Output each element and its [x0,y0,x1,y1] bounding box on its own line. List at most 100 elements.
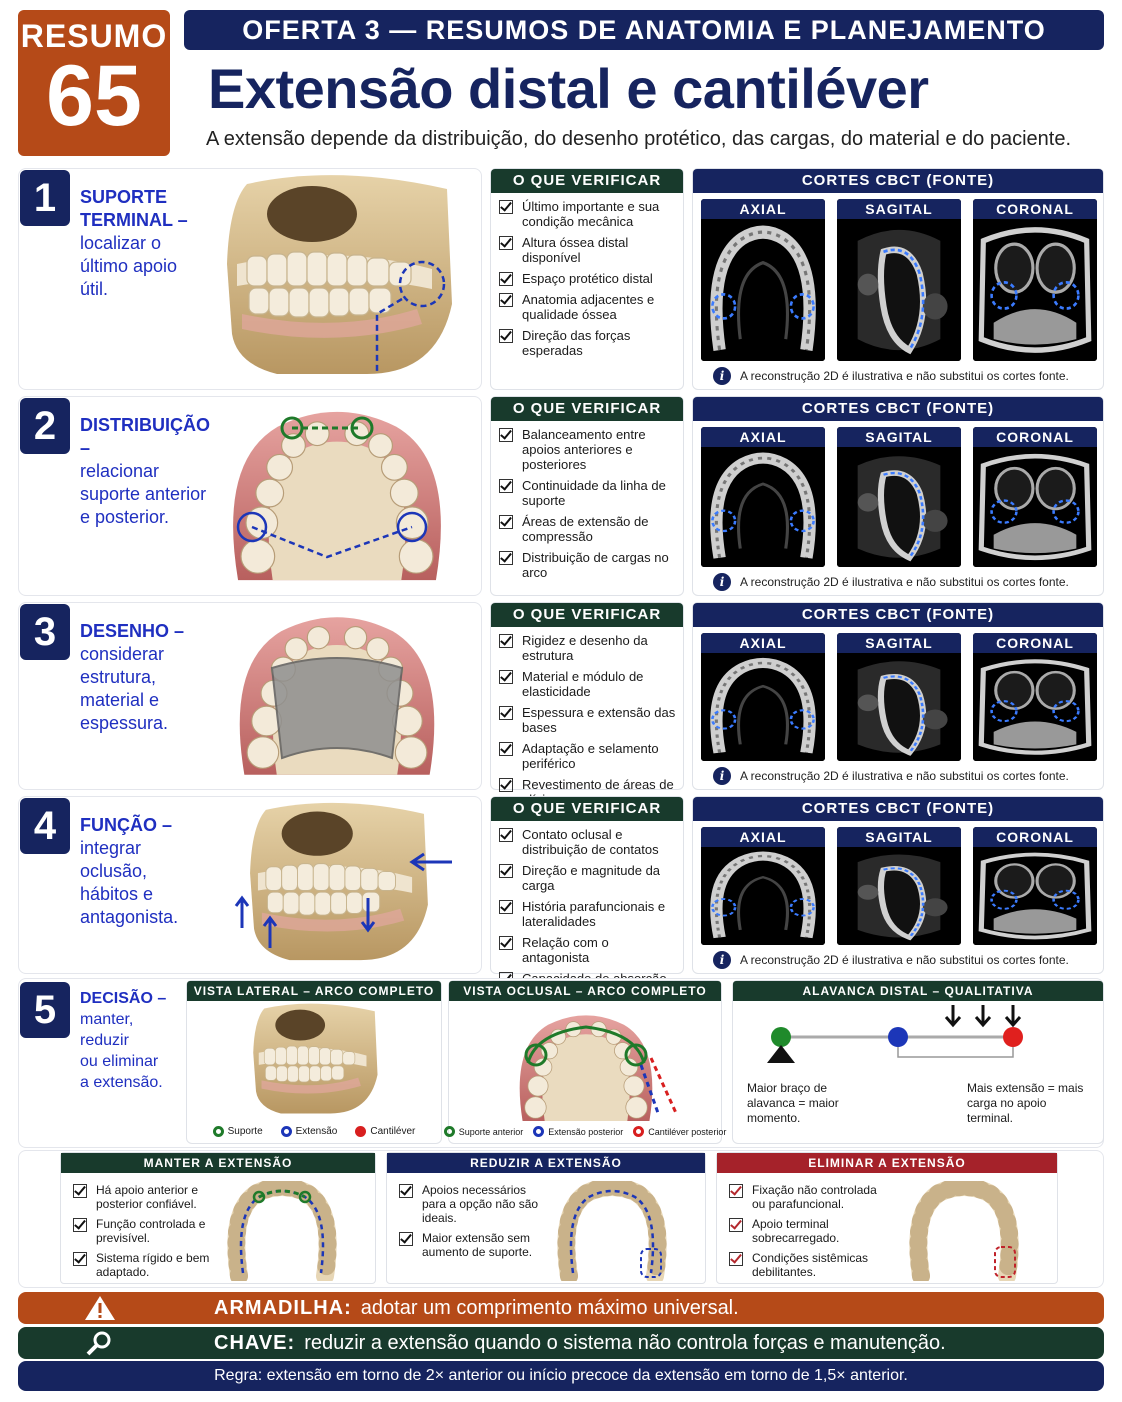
checkbox-icon[interactable] [499,706,513,720]
occlusal-arch-illustration [519,1014,678,1124]
cbct-sagital-view: SAGITAL [837,827,961,945]
checklist-header: O QUE VERIFICAR [491,169,683,193]
decision-text: Apoio terminal sobrecarregado. [752,1217,840,1245]
cbct-coronal-view: CORONAL [973,827,1097,945]
cbct-note-text: A reconstrução 2D é ilustrativa e não su… [740,369,1069,383]
legend-item: Cantiléver posterior [633,1126,726,1137]
scan-label: AXIAL [701,199,825,219]
label-line: ou eliminar [80,1053,159,1070]
checklist-item: Último importante e sua condição mecânic… [499,199,677,229]
checklist-panel: O QUE VERIFICAR Último importante e sua c… [490,168,684,390]
checkbox-icon[interactable] [73,1218,87,1232]
checklist-text: História parafuncionais e lateralidades [522,899,666,929]
checkbox-icon[interactable] [499,742,513,756]
checkbox-icon[interactable] [499,634,513,648]
arch-support-illustration [557,1181,677,1281]
cbct-note: i A reconstrução 2D é ilustrativa e não s… [713,367,1069,385]
decision-text: Condições sistêmicas debilitantes. [752,1251,869,1279]
checkbox-icon[interactable] [499,293,513,307]
label-line: último apoio útil. [80,256,178,299]
label-line: material e [80,690,160,710]
checklist-text: Altura óssea distal disponível [522,235,629,265]
sagital-scan-image [837,219,961,361]
rule-text: Regra: extensão em torno de 2× anterior … [214,1367,908,1384]
cbct-axial-view: AXIAL [701,199,825,361]
checkbox-icon[interactable] [729,1218,743,1232]
checkbox-icon[interactable] [73,1184,87,1198]
checkbox-icon[interactable] [729,1184,743,1198]
scan-label: SAGITAL [837,427,961,447]
sagital-scan-image [837,447,961,567]
checkbox-icon[interactable] [499,200,513,214]
checkbox-icon[interactable] [729,1252,743,1266]
decision-text: Maior extensão sem aumento de suporte. [422,1231,533,1259]
label-line: DISTRIBUIÇÃO – [80,415,210,458]
key-label: CHAVE: [214,1331,296,1354]
checklist-item: Direção das forças esperadas [499,328,677,358]
scan-label: AXIAL [701,427,825,447]
trap-text: adotar um comprimento máximo universal. [360,1296,739,1319]
checkbox-icon[interactable] [499,479,513,493]
label-line: estrutura, [80,667,157,687]
checkbox-icon[interactable] [499,828,513,842]
label-line: DECISÃO – [80,990,167,1007]
checkbox-icon[interactable] [499,515,513,529]
checklist-text: Adaptação e selamento periférico [522,741,659,771]
checkbox-icon[interactable] [499,329,513,343]
decision-text: Sistema rígido e bem adaptado. [96,1251,210,1279]
cbct-axial-view: AXIAL [701,427,825,567]
label-line: suporte anterior [80,484,207,504]
decision-item: Há apoio anterior e posterior confiável. [73,1183,223,1211]
checklist-item: Rigidez e desenho da estrutura [499,633,677,663]
coronal-scan-image [973,847,1097,945]
checkbox-icon[interactable] [499,670,513,684]
axial-scan-image [701,219,825,361]
checklist-header: O QUE VERIFICAR [491,797,683,821]
checkbox-icon[interactable] [499,778,513,792]
checkbox-icon[interactable] [399,1232,413,1246]
decision-item: Apoio terminal sobrecarregado. [729,1217,879,1245]
page-subtitle: A extensão depende da distribuição, do d… [206,128,1072,150]
checkbox-icon[interactable] [73,1252,87,1266]
checkbox-icon[interactable] [499,236,513,250]
scan-label: SAGITAL [837,827,961,847]
legend-item: Suporte [212,1126,263,1137]
checkbox-icon[interactable] [399,1184,413,1198]
scan-label: AXIAL [701,827,825,847]
checklist-item: Direção e magnitude da carga [499,863,677,893]
label-line: hábitos e [80,884,154,904]
coronal-scan-image [973,447,1097,567]
label-line: manter, reduzir [80,1011,134,1049]
offer-bar: OFERTA 3 — RESUMOS DE ANATOMIA E PLANEJA… [184,10,1104,50]
checkbox-icon[interactable] [499,936,513,950]
checkbox-icon[interactable] [499,900,513,914]
trap-label: ARMADILHA: [214,1296,352,1319]
decision-item: Apoios necessários para a opção não são … [399,1183,549,1225]
decision-list: Apoios necessários para a opção não são … [399,1183,549,1265]
checkbox-icon[interactable] [499,272,513,286]
checkbox-icon[interactable] [499,428,513,442]
checklist-item: Espessura e extensão das bases [499,705,677,735]
lever-panel: ALAVANCA DISTAL – QUALITATIVA Maior braç… [732,980,1104,1144]
decision-text: Há apoio anterior e posterior confiável. [96,1183,199,1211]
label-line: integrar [80,838,142,858]
checklist: Último importante e sua condição mecânic… [491,193,683,358]
scan-label: AXIAL [701,633,825,653]
label-line: espessura. [80,713,169,733]
legend-label: Suporte anterior [458,1126,524,1137]
info-icon: i [713,367,731,385]
legend-label: Cantiléver [370,1126,416,1137]
checkbox-icon[interactable] [499,551,513,565]
page-title: Extensão distal e cantiléver [208,57,929,120]
decision-item: Maior extensão sem aumento de suporte. [399,1231,549,1259]
label-line: TERMINAL – [80,210,188,230]
checkbox-icon[interactable] [499,864,513,878]
occlusal-view-panel: VISTA OCLUSAL – ARCO COMPLETO Suporte an… [443,980,726,1144]
